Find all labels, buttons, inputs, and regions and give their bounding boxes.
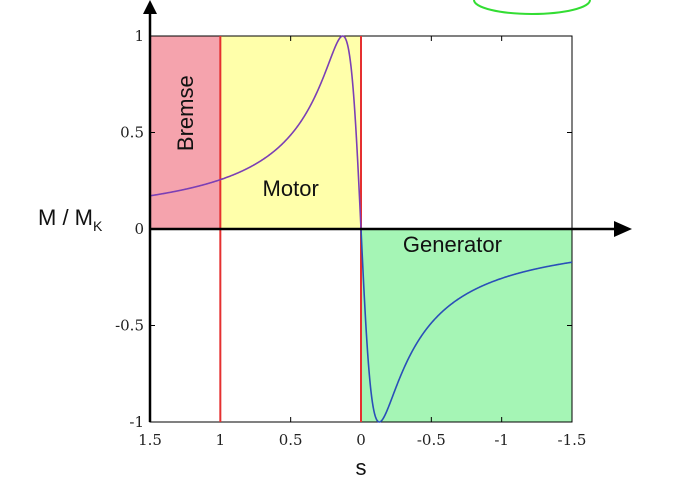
x-tick-label: -1.5	[558, 431, 587, 449]
y-axis-label-subscript: K	[93, 218, 103, 234]
regions-layer	[150, 36, 572, 422]
green-ellipse-annotation	[473, 0, 591, 15]
y-tick-label: -0.5	[115, 317, 144, 335]
y-tick-label: -1	[129, 413, 144, 431]
region-label-generator: Generator	[403, 232, 502, 257]
x-tick-label: 0	[356, 431, 366, 449]
y-tick-label: 1	[134, 27, 144, 45]
region-motor	[220, 36, 361, 229]
x-tick-label: 0.5	[279, 431, 303, 449]
curve-layer	[149, 35, 573, 423]
region-generator	[361, 229, 572, 422]
y-axis-arrow-icon	[143, 0, 157, 14]
x-tick-label: 1	[216, 431, 226, 449]
x-tick-label: 1.5	[138, 431, 162, 449]
curve-generator	[360, 228, 573, 423]
x-axis-label: s	[356, 455, 367, 480]
axes-layer	[143, 0, 632, 422]
y-tick-label: 0	[134, 220, 144, 238]
region-bremse	[150, 36, 221, 229]
curve-motor-brake	[149, 35, 362, 230]
y-axis-label: M / MK	[38, 205, 103, 234]
region-label-bremse: Bremse	[173, 75, 198, 151]
x-tick-label: -1	[494, 431, 509, 449]
ticks-layer: 1.5 1 0.5 0 -0.5 -1 -1.5 1 0.5 0 -0.5 -1	[115, 27, 586, 449]
x-axis-arrow-icon	[614, 221, 632, 237]
x-tick-label: -0.5	[417, 431, 446, 449]
region-label-motor: Motor	[263, 176, 319, 201]
y-tick-label: 0.5	[120, 124, 144, 142]
